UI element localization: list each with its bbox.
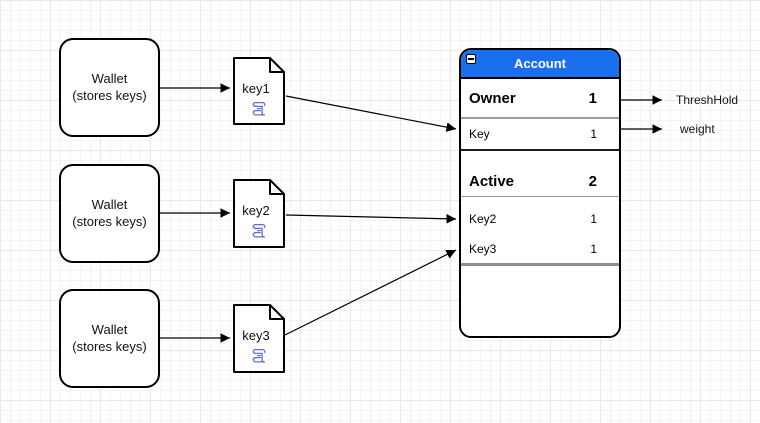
row-name: Key3	[469, 242, 497, 256]
key-label: key1	[242, 81, 270, 96]
section-divider	[461, 149, 619, 151]
wallet-label-line1: Wallet	[91, 322, 128, 338]
minus-icon	[468, 58, 474, 60]
row-value: 1	[590, 212, 597, 226]
account-row-key: Key 1	[461, 119, 619, 148]
scroll-icon	[252, 223, 266, 238]
document-shape	[233, 304, 285, 373]
wallet-label-line2: (stores keys)	[72, 338, 147, 354]
row-name: Owner	[469, 89, 516, 107]
wallet-node-1[interactable]: Wallet (stores keys)	[59, 38, 160, 137]
row-value: 1	[588, 89, 597, 107]
thick-divider	[461, 263, 619, 266]
account-row-owner: Owner 1	[461, 79, 619, 117]
arrow-key3-account-key3	[284, 249, 457, 336]
scroll-icon	[252, 348, 266, 363]
row-name: Active	[469, 172, 515, 190]
wallet-label-line2: (stores keys)	[72, 87, 147, 103]
wallet-label-line2: (stores keys)	[72, 213, 147, 229]
key-label: key3	[242, 328, 270, 343]
row-name: Key	[469, 126, 490, 141]
wallet-node-3[interactable]: Wallet (stores keys)	[59, 289, 160, 388]
scroll-icon	[252, 101, 266, 116]
document-shape	[233, 57, 285, 125]
row-value: 1	[590, 242, 597, 256]
account-row-active: Active 2	[461, 166, 619, 196]
collapse-button[interactable]	[466, 54, 476, 64]
row-value: 1	[590, 126, 597, 141]
account-row-key2: Key2 1	[461, 203, 619, 235]
key-file-node-2[interactable]: key2	[233, 179, 285, 248]
arrow-key1-account-key	[285, 95, 457, 132]
divider	[461, 196, 619, 197]
key-file-node-3[interactable]: key3	[233, 304, 285, 373]
wallet-label-line1: Wallet	[91, 197, 128, 213]
account-header: Account	[461, 50, 619, 79]
document-shape	[233, 179, 285, 248]
row-name: Key2	[469, 212, 497, 226]
account-entity[interactable]: Account Owner 1 Key 1 Active 2 Key2 1 Ke…	[459, 48, 621, 338]
weight-label: weight	[680, 122, 715, 136]
wallet-node-2[interactable]: Wallet (stores keys)	[59, 164, 160, 263]
row-value: 2	[588, 172, 597, 190]
account-row-key3: Key3 1	[461, 235, 619, 263]
key-label: key2	[242, 203, 270, 218]
threshold-label: ThreshHold	[676, 93, 739, 107]
divider	[461, 117, 619, 119]
key-file-node-1[interactable]: key1	[233, 57, 285, 125]
arrow-key2-account-key2	[285, 213, 457, 224]
wallet-label-line1: Wallet	[91, 71, 128, 87]
account-title: Account	[514, 56, 566, 71]
